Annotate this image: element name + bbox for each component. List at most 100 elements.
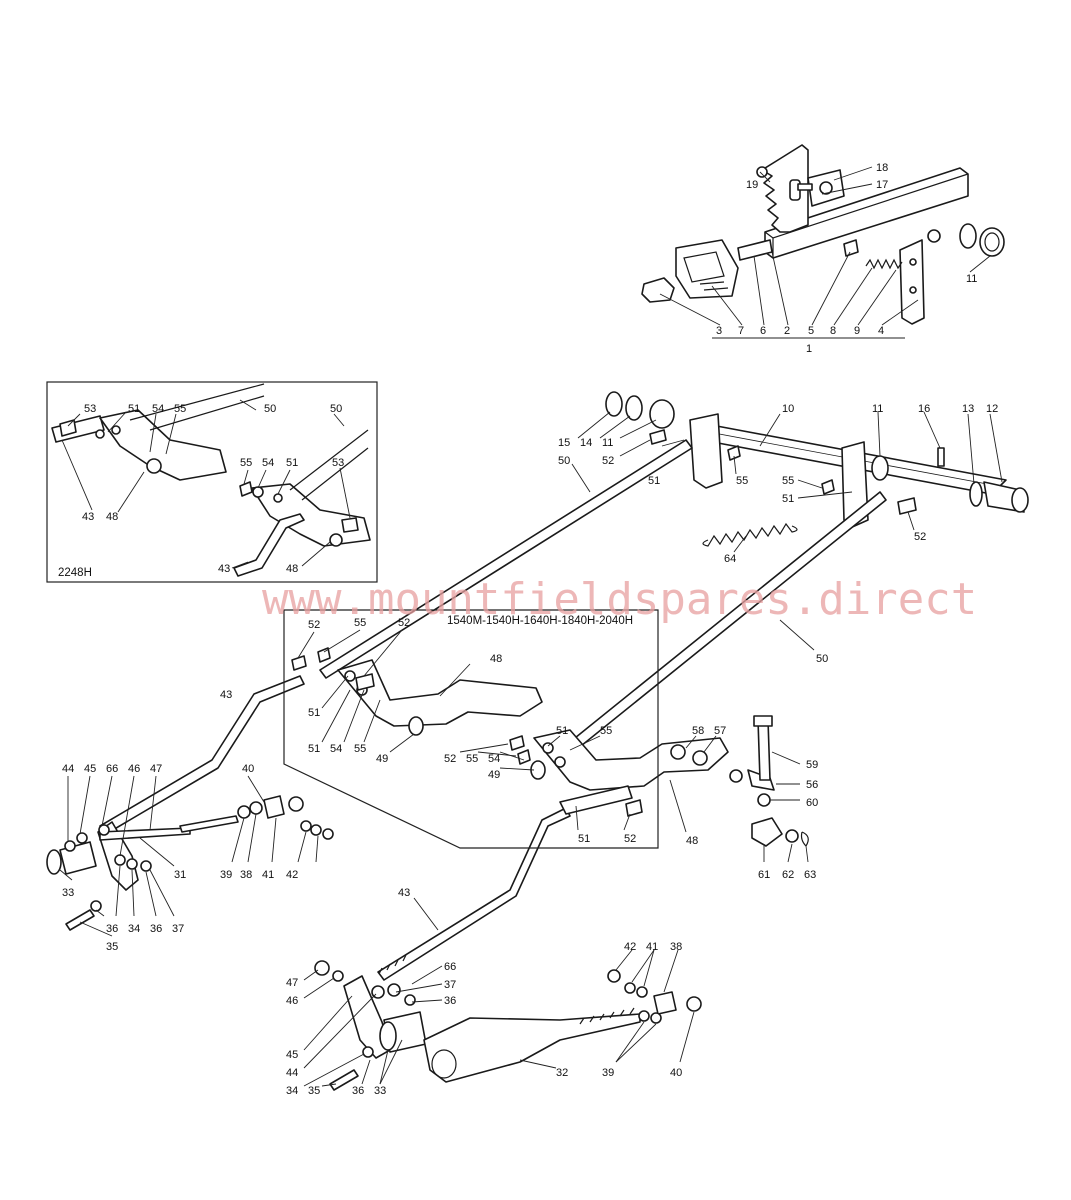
label-9: 9 <box>854 325 860 337</box>
label-51-h: 51 <box>578 833 590 845</box>
label-55-g: 55 <box>466 753 478 765</box>
label-33-a: 33 <box>62 887 74 899</box>
label-63: 63 <box>804 869 816 881</box>
label-50-b: 50 <box>816 653 828 665</box>
label-52-e: 52 <box>444 753 456 765</box>
label-35-a: 35 <box>106 941 118 953</box>
label-12: 12 <box>986 403 998 415</box>
label-61: 61 <box>758 869 770 881</box>
inset-2248h-title: 2248H <box>58 567 92 579</box>
label-62: 62 <box>782 869 794 881</box>
label-46-b: 46 <box>286 995 298 1007</box>
label-52-d: 52 <box>398 617 410 629</box>
label-32: 32 <box>556 1067 568 1079</box>
label-5: 5 <box>808 325 814 337</box>
label-43-d: 43 <box>398 887 410 899</box>
label-52-c: 52 <box>308 619 320 631</box>
label-55-c: 55 <box>174 403 186 415</box>
label-45-b: 45 <box>286 1049 298 1061</box>
label-54-d: 54 <box>488 753 500 765</box>
label-58: 58 <box>692 725 704 737</box>
left-linkage <box>46 795 334 931</box>
label-35-b: 35 <box>308 1085 320 1097</box>
label-55-b: 55 <box>782 475 794 487</box>
label-36-b: 36 <box>150 923 162 935</box>
inset-center-title: 1540M-1540H-1640H-1840H-2040H <box>447 615 633 627</box>
label-42-a: 42 <box>286 869 298 881</box>
label-64: 64 <box>724 553 736 565</box>
label-11-mid: 11 <box>602 437 613 449</box>
label-37-a: 37 <box>172 923 184 935</box>
label-11-top: 11 <box>966 273 977 285</box>
rod-end-parts <box>670 715 809 847</box>
label-42-b: 42 <box>624 941 636 953</box>
label-51-g: 51 <box>556 725 568 737</box>
label-55-a: 55 <box>736 475 748 487</box>
rods-43 <box>99 675 571 981</box>
label-51-f: 51 <box>308 743 320 755</box>
label-34-b: 34 <box>286 1085 298 1097</box>
label-57: 57 <box>714 725 726 737</box>
label-33-b: 33 <box>374 1085 386 1097</box>
label-3: 3 <box>716 325 722 337</box>
label-47-b: 47 <box>286 977 298 989</box>
label-55-e: 55 <box>354 617 366 629</box>
label-36-c: 36 <box>444 995 456 1007</box>
label-56: 56 <box>806 779 818 791</box>
label-52-a: 52 <box>602 455 614 467</box>
label-14: 14 <box>580 437 592 449</box>
label-44-b: 44 <box>286 1067 298 1079</box>
label-39-b: 39 <box>602 1067 614 1079</box>
label-46-a: 46 <box>128 763 140 775</box>
label-49-a: 49 <box>376 753 388 765</box>
bottom-linkage <box>314 960 702 1091</box>
label-48-a: 48 <box>106 511 118 523</box>
label-40-b: 40 <box>670 1067 682 1079</box>
label-43-b: 43 <box>218 563 230 575</box>
label-53-b: 53 <box>332 457 344 469</box>
leader-lines <box>59 166 1003 1087</box>
label-10: 10 <box>782 403 794 415</box>
label-55-d: 55 <box>240 457 252 469</box>
label-31: 31 <box>174 869 186 881</box>
label-66-b: 66 <box>444 961 456 973</box>
label-44-a: 44 <box>62 763 74 775</box>
watermark: www.mountfieldspares.direct <box>262 574 977 625</box>
label-43-c: 43 <box>220 689 232 701</box>
label-43-a: 43 <box>82 511 94 523</box>
label-38-b: 38 <box>670 941 682 953</box>
label-54-c: 54 <box>330 743 342 755</box>
label-34-a: 34 <box>128 923 140 935</box>
label-48-d: 48 <box>686 835 698 847</box>
label-59: 59 <box>806 759 818 771</box>
label-66-a: 66 <box>106 763 118 775</box>
label-51-d: 51 <box>286 457 298 469</box>
label-50-a: 50 <box>558 455 570 467</box>
label-60: 60 <box>806 797 818 809</box>
label-36-a: 36 <box>106 923 118 935</box>
label-15: 15 <box>558 437 570 449</box>
label-19: 19 <box>746 179 758 191</box>
label-4: 4 <box>878 325 884 337</box>
inset-2248h-frame <box>46 381 378 583</box>
label-37-b: 37 <box>444 979 456 991</box>
label-6: 6 <box>760 325 766 337</box>
label-54-b: 54 <box>262 457 274 469</box>
label-52-f: 52 <box>624 833 636 845</box>
label-52-b: 52 <box>914 531 926 543</box>
label-1: 1 <box>806 343 812 355</box>
label-17: 17 <box>876 179 888 191</box>
label-54-a: 54 <box>152 403 164 415</box>
label-41-b: 41 <box>646 941 658 953</box>
label-45-a: 45 <box>84 763 96 775</box>
label-50-c: 50 <box>264 403 276 415</box>
label-38-a: 38 <box>240 869 252 881</box>
label-18: 18 <box>876 162 888 174</box>
label-53-a: 53 <box>84 403 96 415</box>
rods-50 <box>319 439 887 751</box>
label-8: 8 <box>830 325 836 337</box>
label-55-f: 55 <box>354 743 366 755</box>
pedal-assembly <box>641 144 1005 339</box>
label-7: 7 <box>738 325 744 337</box>
label-39-a: 39 <box>220 869 232 881</box>
